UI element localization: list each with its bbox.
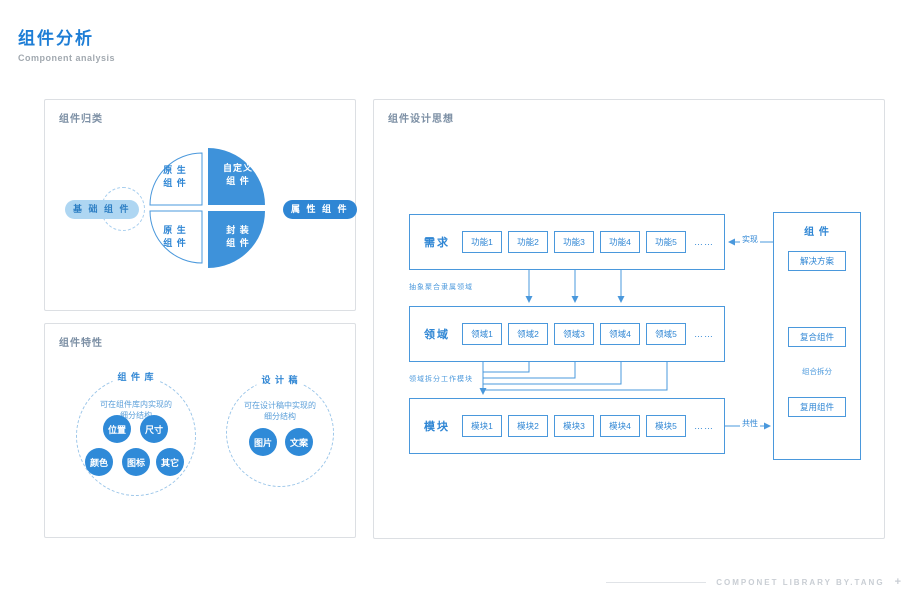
requirement-row-label: 需求 [424,237,450,249]
pie-label-custom: 自定义 组 件 [222,163,253,186]
function-ellipsis: …… [694,237,714,247]
domain-row: 领域 领域1 领域2 领域3 领域4 领域5 …… [409,306,725,362]
module-box-3: 模块3 [554,415,594,437]
module-box-4: 模块4 [600,415,640,437]
step-line-domain-3 [483,362,622,385]
features-panel-title: 组件特性 [59,338,103,349]
function-box-5: 功能5 [646,231,686,253]
page-title: 组件分析 [18,29,94,48]
component-box-title: 组 件 [804,227,830,238]
module-row: 模块 模块1 模块2 模块3 模块4 模块5 …… [409,398,725,454]
library-circle-label: 组 件 库 [112,370,160,383]
classification-panel-title: 组件归类 [59,114,103,125]
module-row-label: 模块 [424,421,450,433]
plus-icon: + [894,576,901,588]
pie-label-native-top: 原 生 组 件 [163,165,187,188]
split-label: 组合拆分 [799,365,835,378]
chip-other: 其它 [156,448,184,476]
component-library-circle: 组 件 库 可在组件库内实现的 细分结构 位置 尺寸 颜色 图标 其它 [76,370,196,496]
domain-box-4: 领域4 [600,323,640,345]
library-circle-desc: 可在组件库内实现的 细分结构 [100,400,172,420]
design-panel: 组件设计思想 需求 [373,99,885,539]
step2-label: 领域拆分工作模块 [409,374,473,384]
step1-label: 抽象聚合隶属领域 [409,282,473,292]
chip-color: 颜色 [85,448,113,476]
chip-icon: 图标 [122,448,150,476]
pie-label-native-bottom: 原 生 组 件 [163,225,187,248]
pie-quadrant-native-bottom [149,210,203,264]
module-ellipsis: …… [694,421,714,431]
chip-position: 位置 [103,415,131,443]
function-box-4: 功能4 [600,231,640,253]
composite-component-box: 复合组件 [788,327,846,347]
footer-divider [606,581,707,583]
classification-panel: 组件归类 原 生 组 件 自定义 组 件 原 生 组 件 封 装 组 件 基 础… [44,99,357,311]
requirement-row: 需求 功能1 功能2 功能3 功能4 功能5 …… [409,214,725,270]
function-box-2: 功能2 [508,231,548,253]
pie-quadrant-custom [208,148,265,205]
step-line-domain-1 [483,362,530,373]
domain-box-2: 领域2 [508,323,548,345]
module-box-2: 模块2 [508,415,548,437]
base-component-pill: 基 础 组 件 [65,200,139,219]
domain-box-3: 领域3 [554,323,594,345]
module-box-5: 模块5 [646,415,686,437]
design-draft-circle: 设 计 稿 可在设计稿中实现的 细分结构 图片 文案 [226,373,334,487]
step-line-domain-4 [483,362,668,391]
draft-circle-desc: 可在设计稿中实现的 细分结构 [244,401,316,421]
footer-text: COMPONET LIBRARY BY.TANG [716,577,885,587]
page-subtitle: Component analysis [18,53,116,63]
component-pie-chart: 原 生 组 件 自定义 组 件 原 生 组 件 封 装 组 件 [133,136,277,280]
draft-circle-label: 设 计 稿 [256,373,304,386]
features-panel: 组件特性 组 件 库 可在组件库内实现的 细分结构 位置 尺寸 颜色 图标 其它… [44,323,356,538]
pie-svg [149,148,265,268]
chip-image: 图片 [249,428,277,456]
pie-quadrant-encapsulated [208,211,265,268]
commonality-label: 共性 [740,418,760,429]
module-box-1: 模块1 [462,415,502,437]
attribute-component-pill: 属 性 组 件 [283,200,357,219]
chip-size: 尺寸 [140,415,168,443]
step-line-domain-2 [483,362,576,379]
domain-box-5: 领域5 [646,323,686,345]
reuse-component-box: 复用组件 [788,397,846,417]
pie-quadrant-native-top [149,152,203,206]
domain-row-label: 领域 [424,329,450,341]
function-box-3: 功能3 [554,231,594,253]
chip-copywriting: 文案 [285,428,313,456]
design-panel-title: 组件设计思想 [388,114,454,125]
realize-label: 实现 [740,234,760,245]
function-box-1: 功能1 [462,231,502,253]
footer: COMPONET LIBRARY BY.TANG + [606,576,901,588]
domain-box-1: 领域1 [462,323,502,345]
component-box: 组 件 解决方案 复合组件 组合拆分 复用组件 [773,212,861,460]
header: 组件分析 Component analysis [18,24,115,63]
domain-ellipsis: …… [694,329,714,339]
solution-box: 解决方案 [788,251,846,271]
pie-label-encapsulated: 封 装 组 件 [226,225,250,248]
